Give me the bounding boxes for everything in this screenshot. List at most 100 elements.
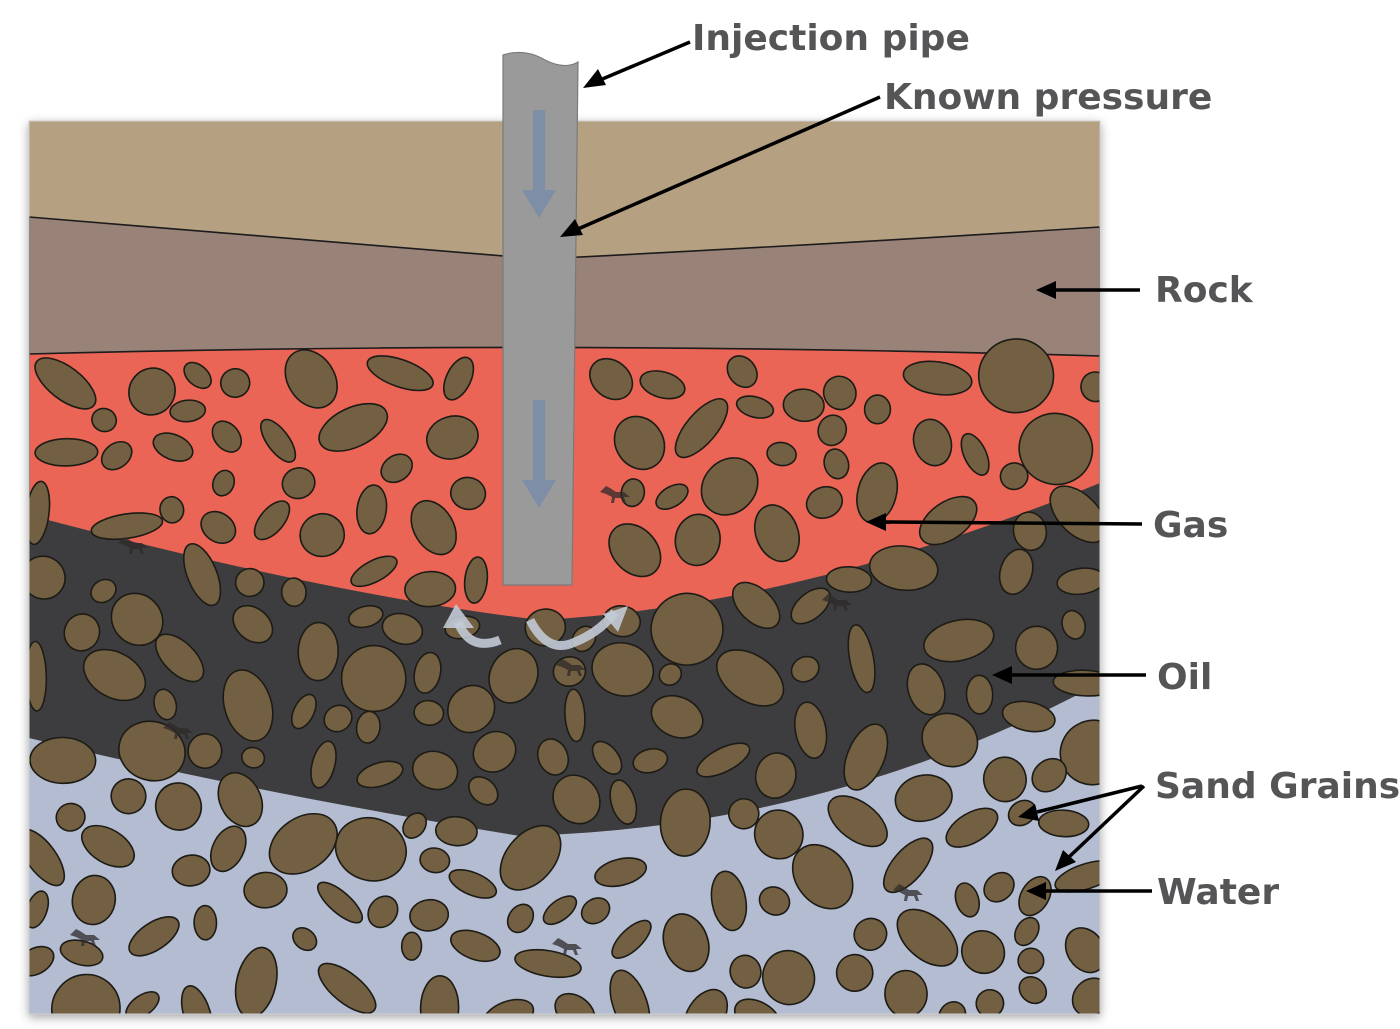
sand-grain — [381, 612, 424, 646]
sand-grain — [268, 812, 338, 875]
sand-grain — [655, 483, 689, 510]
sand-grain — [632, 747, 669, 774]
sand-grain — [413, 699, 445, 726]
sand-grain — [419, 975, 460, 1014]
sand-grain — [726, 355, 758, 389]
sand-grain — [472, 730, 517, 773]
sand-grain — [171, 854, 211, 887]
sand-grain — [1001, 700, 1056, 733]
sand-grain — [884, 969, 928, 1014]
sand-grain — [938, 1000, 967, 1014]
sand-grain — [128, 367, 176, 416]
injection-pipe — [502, 51, 579, 586]
sand-grain — [674, 398, 729, 459]
sand-grain — [591, 642, 655, 697]
sand-grain — [853, 917, 888, 951]
sand-grain — [281, 467, 316, 500]
sand-grain — [488, 647, 539, 704]
sand-grain — [290, 693, 317, 730]
sand-grain — [310, 740, 337, 789]
sand-grain — [200, 510, 237, 545]
sand-grain — [180, 985, 213, 1014]
sand-grain — [29, 480, 51, 546]
label-sand-grains: Sand Grains — [1155, 766, 1400, 807]
sand-grain — [82, 648, 147, 702]
sand-grain — [731, 581, 781, 630]
sand-grain — [419, 847, 451, 874]
sand-grain — [29, 890, 50, 929]
sand-grain — [580, 897, 611, 925]
sand-grain — [835, 953, 874, 992]
sand-grain — [241, 746, 266, 769]
sand-grain — [761, 949, 816, 1006]
sand-grain — [753, 809, 804, 860]
sand-grain — [152, 432, 194, 462]
sand-grain — [639, 370, 686, 400]
sand-grain — [729, 954, 762, 989]
sand-grain — [411, 750, 459, 791]
sand-grain — [217, 771, 264, 828]
sand-grain — [965, 674, 994, 715]
sand-grain — [55, 802, 86, 832]
sand-grain — [222, 669, 274, 742]
sand-grain — [34, 357, 97, 410]
sand-grain — [921, 712, 979, 768]
sand-grain — [790, 655, 820, 683]
sand-grain — [1014, 916, 1040, 947]
sand-grain — [425, 415, 479, 460]
sand-grain — [843, 723, 889, 791]
sand-grain — [211, 469, 236, 497]
sand-grain — [727, 797, 760, 830]
sand-grain — [1018, 412, 1094, 486]
sand-grain — [782, 388, 825, 423]
sand-grain — [81, 824, 135, 868]
sand-grain — [794, 701, 828, 759]
dinosaur-fossil-icon — [70, 929, 100, 946]
sand-grain — [1056, 567, 1100, 596]
sand-grain — [863, 394, 892, 425]
dinosaur-fossil-icon — [600, 486, 630, 503]
sand-grain — [334, 816, 407, 882]
sand-grain — [318, 402, 389, 452]
sand-grain — [735, 395, 775, 419]
sand-grain — [400, 931, 423, 961]
sand-grain — [110, 592, 164, 647]
sand-grain — [169, 399, 207, 423]
sand-grain — [90, 512, 164, 541]
label-oil: Oil — [1157, 657, 1212, 698]
sand-grain — [317, 962, 377, 1014]
dinosaur-fossil-icon — [822, 594, 852, 611]
sand-grain — [284, 349, 338, 409]
sand-grain — [1037, 809, 1090, 838]
sand-grain — [1018, 976, 1048, 1005]
sand-grain — [882, 837, 934, 894]
sand-grain — [182, 543, 222, 607]
sand-grain — [945, 807, 999, 848]
label-known-pressure: Known pressure — [884, 77, 1212, 118]
sand-grain — [514, 948, 582, 979]
sand-grain — [209, 825, 247, 873]
sand-grain — [128, 916, 180, 957]
sand-grain — [410, 499, 457, 556]
sand-grain — [552, 774, 601, 825]
sand-grain — [902, 360, 973, 396]
sand-grain — [50, 973, 121, 1014]
sand-grain — [554, 992, 596, 1014]
sand-grain — [211, 420, 243, 453]
sand-grain — [594, 857, 648, 888]
sand-grain — [983, 871, 1015, 903]
sand-grain — [448, 868, 498, 899]
sand-grain — [999, 462, 1029, 491]
sand-grain — [356, 484, 388, 535]
sand-grain — [29, 640, 48, 712]
sand-grain — [716, 649, 785, 707]
sand-grain — [825, 565, 873, 594]
sand-grain — [380, 453, 414, 484]
sand-grain — [998, 548, 1034, 596]
sand-grain — [868, 545, 939, 592]
sand-grain — [356, 760, 404, 789]
sand-grain — [975, 988, 1005, 1014]
sand-grain — [1064, 927, 1100, 974]
sand-grain — [608, 523, 662, 578]
